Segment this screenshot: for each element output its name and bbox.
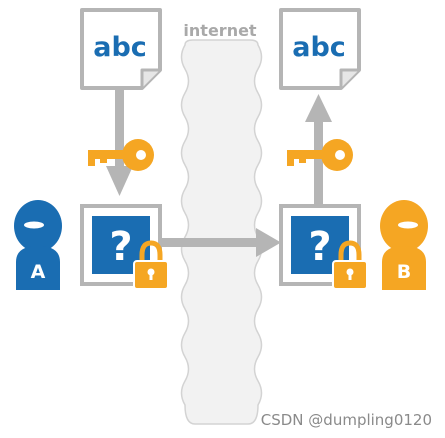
up-arrow xyxy=(305,94,332,206)
person-b-icon xyxy=(380,200,428,290)
left-encrypted-symbol: ? xyxy=(109,224,132,270)
person-b-label: B xyxy=(397,261,411,283)
key-icon xyxy=(287,139,353,171)
left-document xyxy=(80,8,162,90)
internet-label: internet xyxy=(183,21,257,40)
transfer-arrow xyxy=(158,228,281,257)
down-arrow xyxy=(106,88,133,196)
internet-channel xyxy=(180,39,263,425)
lock-icon xyxy=(133,240,169,290)
right-document xyxy=(279,8,361,90)
right-document-text: abc xyxy=(292,32,346,63)
key-icon xyxy=(88,139,154,171)
left-document-text: abc xyxy=(93,32,147,63)
person-a-icon xyxy=(14,200,62,290)
right-encrypted-symbol: ? xyxy=(308,224,331,270)
lock-icon xyxy=(332,240,368,290)
person-a-label: A xyxy=(31,261,46,283)
watermark-text: CSDN @dumpling0120 xyxy=(261,411,432,429)
